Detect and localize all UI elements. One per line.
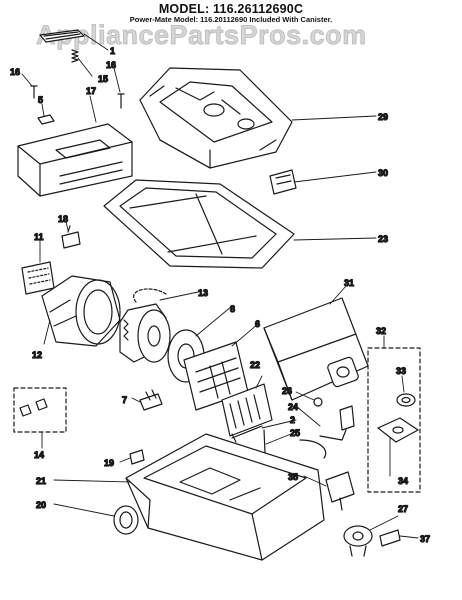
callout-34: 34 xyxy=(398,476,408,486)
callout-22: 22 xyxy=(250,360,260,370)
callout-12: 12 xyxy=(32,350,42,360)
callout-13: 13 xyxy=(198,288,208,298)
part-17-handle-housing[interactable] xyxy=(17,123,133,197)
callout-1: 1 xyxy=(110,46,115,56)
callout-15: 15 xyxy=(98,74,108,84)
callout-17: 17 xyxy=(86,86,96,96)
callout-2: 2 xyxy=(290,415,295,425)
part-16-screw-right[interactable] xyxy=(117,93,125,109)
part-19-clip[interactable] xyxy=(129,449,145,465)
leader-lines xyxy=(21,33,419,539)
part-27-wheel-assembly[interactable] xyxy=(343,525,373,557)
part-12-motor-housing[interactable] xyxy=(41,275,121,347)
part-20-wheel[interactable] xyxy=(113,505,139,535)
part-26-knob[interactable] xyxy=(313,397,323,407)
callout-16-left: 16 xyxy=(10,67,20,77)
callout-30: 30 xyxy=(378,168,388,178)
model-title: MODEL: 116.26112690C xyxy=(158,2,304,16)
callout-16-right: 16 xyxy=(106,60,116,70)
model-subtitle: Power-Mate Model: 116.20112690 Included … xyxy=(129,15,333,24)
callout-6: 6 xyxy=(255,319,260,329)
callout-19: 19 xyxy=(104,458,114,468)
part-15-spring[interactable] xyxy=(71,49,79,63)
part-35-connector-block[interactable] xyxy=(325,471,355,511)
callout-23: 23 xyxy=(378,234,388,244)
callout-21: 21 xyxy=(36,476,46,486)
part-23-hood-frame[interactable] xyxy=(103,179,295,269)
callout-8: 8 xyxy=(230,304,235,314)
part-30-latch[interactable] xyxy=(269,169,297,195)
part-2-switch-rod[interactable] xyxy=(231,425,263,443)
part-37-axle[interactable] xyxy=(379,529,401,547)
callout-7: 7 xyxy=(122,395,127,405)
part-5-clip[interactable] xyxy=(37,114,55,125)
part-29-top-cover[interactable] xyxy=(139,67,293,169)
callout-20: 20 xyxy=(36,500,46,510)
callout-5: 5 xyxy=(38,95,43,105)
callout-18: 18 xyxy=(58,214,68,224)
callout-32: 32 xyxy=(376,326,386,336)
part-7-clip[interactable] xyxy=(139,389,163,411)
part-16-screw-left[interactable] xyxy=(30,85,38,99)
callout-11: 11 xyxy=(34,232,44,242)
part-11-filter-pad[interactable] xyxy=(21,261,55,295)
callout-27: 27 xyxy=(398,504,408,514)
callout-14: 14 xyxy=(34,450,44,460)
part-22-grille[interactable] xyxy=(221,383,273,437)
watermark-text: AppliancePartsPros.com xyxy=(36,20,367,51)
part-31-dust-bag[interactable] xyxy=(263,297,369,401)
part-21-canister-base[interactable] xyxy=(125,433,325,561)
part-14-clip-set[interactable] xyxy=(13,387,67,433)
callout-35: 35 xyxy=(288,472,298,482)
callout-31: 31 xyxy=(344,278,354,288)
part-13-motor[interactable] xyxy=(119,288,171,363)
callout-33: 33 xyxy=(396,366,406,376)
part-24-connector[interactable] xyxy=(319,405,355,441)
callout-25: 25 xyxy=(290,428,300,438)
callout-24: 24 xyxy=(288,402,298,412)
part-1-handle-grip[interactable] xyxy=(39,29,85,43)
callout-26: 26 xyxy=(282,386,292,396)
part-32-bag-collar-group[interactable] xyxy=(367,347,421,493)
callout-37: 37 xyxy=(420,534,430,544)
callout-29: 29 xyxy=(378,112,388,122)
part-18-switch[interactable] xyxy=(61,225,81,249)
callout-labels: 1 2 5 6 7 8 11 12 13 14 15 16 16 17 18 1… xyxy=(9,45,430,544)
